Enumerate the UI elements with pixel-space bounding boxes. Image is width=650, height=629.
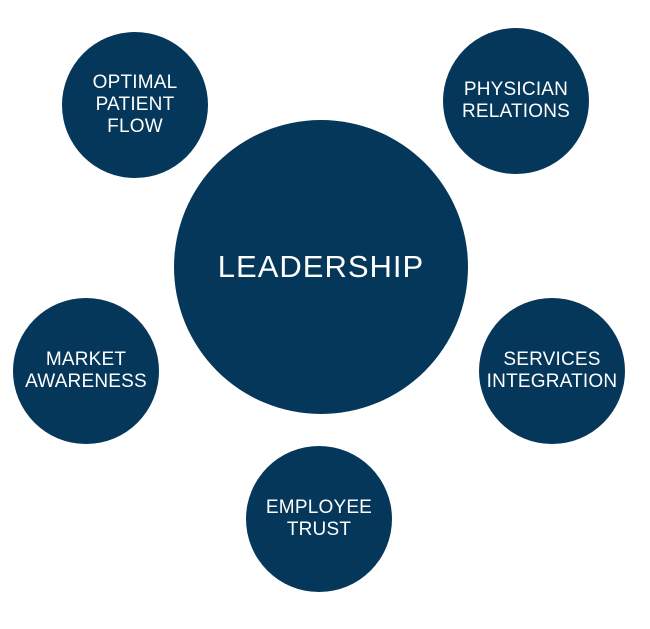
employee-trust-line-1: EMPLOYEE — [265, 497, 373, 519]
optimal-patient-flow-line-2: PATIENT — [95, 94, 175, 116]
optimal-patient-flow-line-3: FLOW — [107, 115, 163, 137]
services-integration-line-1: SERVICES — [503, 349, 601, 371]
market-awareness-line-2: AWARENESS — [25, 371, 147, 392]
leadership-circle: LEADERSHIP — [174, 120, 468, 414]
optimal-patient-flow-circle: OPTIMAL PATIENT FLOW — [62, 32, 208, 178]
leadership-label: LEADERSHIP — [217, 249, 425, 285]
optimal-patient-flow-line-1: OPTIMAL — [92, 72, 178, 94]
physician-relations-line-1: PHYSICIAN — [463, 79, 569, 101]
services-integration-line-2: INTEGRATION — [486, 371, 618, 392]
services-integration-circle: SERVICES INTEGRATION — [479, 298, 625, 444]
physician-relations-line-2: RELATIONS — [461, 101, 571, 122]
market-awareness-circle: MARKET AWARENESS — [13, 298, 159, 444]
employee-trust-line-2: TRUST — [286, 519, 352, 540]
market-awareness-line-1: MARKET — [45, 349, 127, 371]
physician-relations-circle: PHYSICIAN RELATIONS — [443, 28, 589, 174]
employee-trust-circle: EMPLOYEE TRUST — [246, 446, 392, 592]
